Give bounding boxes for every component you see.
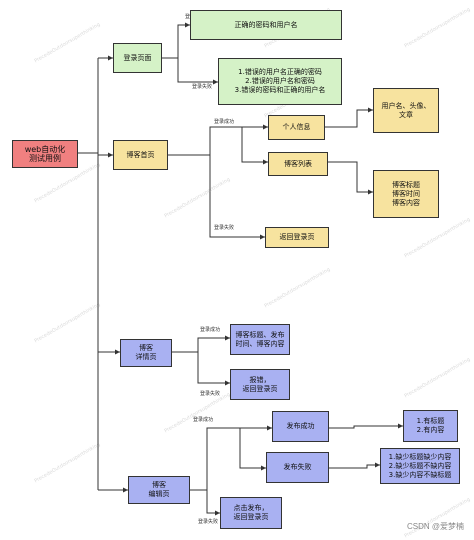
login-wrong-node: 1.错误的用户名正确的密码 2.错误的用户名和密码 3.错误的密码和正确的用户名 (218, 58, 342, 105)
publish-success-detail-node: 1.有标题 2.有内容 (403, 410, 458, 442)
edit-fail-result-node: 点击发布， 返回登录页 (220, 497, 282, 529)
publish-fail-node: 发布失败 (266, 452, 329, 483)
login-correct-node: 正确的密码和用户名 (190, 10, 342, 40)
detail-fail-node: 报错， 返回登录页 (230, 369, 290, 400)
detail-success-node: 博客标题、发布 时间、博客内容 (230, 324, 290, 355)
blog-list-node: 博客列表 (268, 152, 328, 176)
personal-info-detail-node: 用户名、头像、 文章 (373, 88, 439, 133)
blog-home-node: 博客首页 (113, 140, 168, 170)
publish-success-node: 发布成功 (272, 411, 329, 442)
back-to-login-node: 返回登录页 (265, 227, 329, 248)
root-node: web自动化 测试用例 (12, 140, 78, 168)
blog-edit-page-node: 博客 编辑页 (128, 476, 190, 504)
personal-info-node: 个人信息 (268, 115, 325, 140)
edge-label-login-fail: 登录失败 (200, 391, 221, 397)
publish-fail-detail-node: 1.缺少标题缺少内容 2.缺少标题不缺内容 3.缺少内容不缺标题 (380, 448, 460, 484)
edge-label-login-fail: 登录失败 (198, 519, 219, 525)
blog-detail-page-node: 博客 详情页 (120, 339, 172, 367)
edge-label-login-fail: 登录失败 (214, 225, 235, 231)
edge-label-login-success: 登录成功 (200, 327, 221, 333)
edge-label-login-success: 登录成功 (214, 119, 235, 125)
footer-credit: CSDN @爱梦楠 (406, 522, 464, 531)
edge-label-login-success: 登录成功 (193, 417, 214, 423)
edge-label-login-fail: 登录失败 (192, 84, 213, 90)
blog-list-detail-node: 博客标题 博客时间 博客内容 (373, 170, 439, 218)
login-page-node: 登录页面 (113, 43, 162, 73)
